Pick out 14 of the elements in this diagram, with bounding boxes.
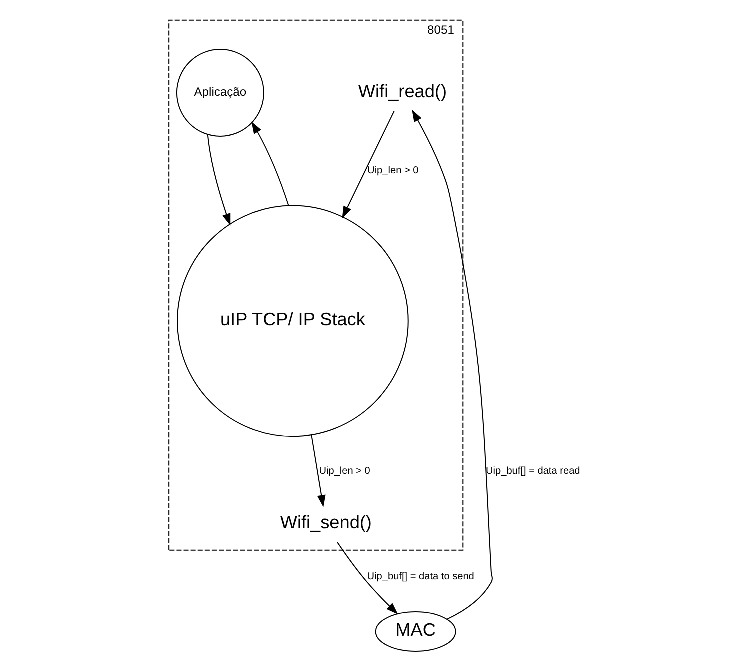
node-ellipse: MAC [375,612,456,652]
node-text: Wifi_send() [280,512,372,533]
arrow [207,134,231,226]
edge-label: Uip_buf[] = data read [486,466,580,477]
node-text: Wifi_read() [358,81,448,102]
arrow [342,111,395,219]
edge-label: Uip_len > 0 [368,166,419,177]
arrow [252,122,290,206]
arrow [412,110,493,620]
edge-label: Uip_len > 0 [319,466,370,477]
node-circle: Aplicação [176,48,264,137]
arrow [337,542,398,615]
arrow [311,435,326,508]
edge-label: Uip_buf[] = data to send [367,572,474,583]
